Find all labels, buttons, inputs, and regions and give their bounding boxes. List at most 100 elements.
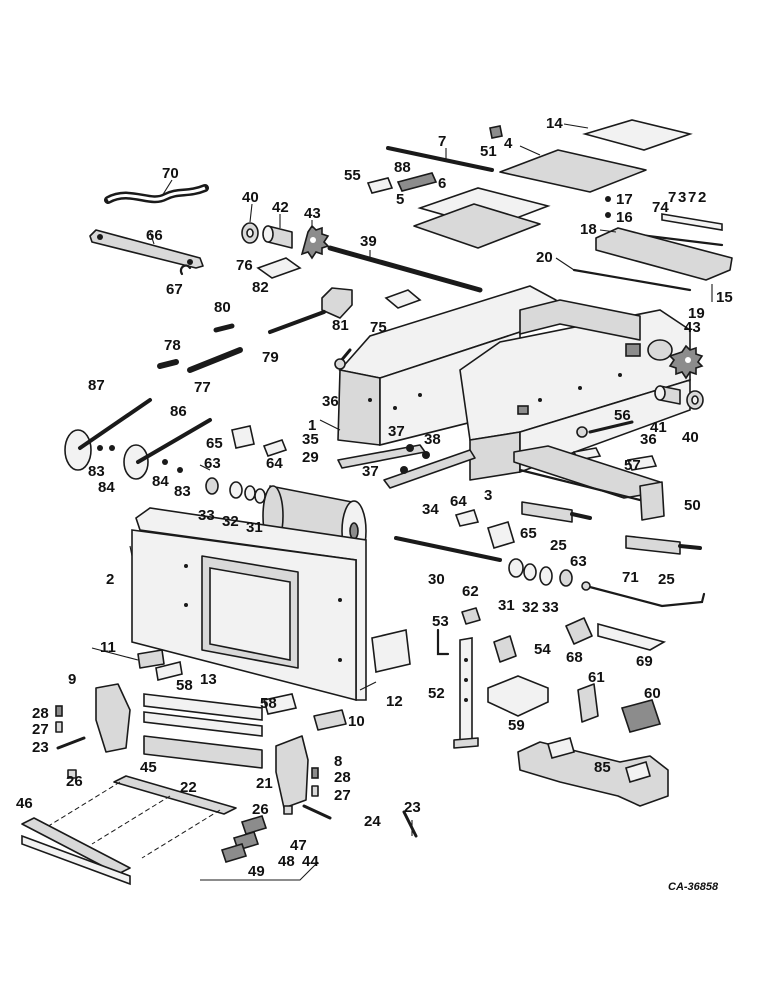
- callout-label: 63: [570, 553, 587, 570]
- plate-65-right-part: [487, 521, 515, 549]
- clip-47-part: [240, 815, 268, 835]
- callout-label: 76: [236, 257, 253, 274]
- disk-arm-86-part: [123, 418, 212, 480]
- bolt-24-part: [302, 804, 332, 820]
- link-bar-part: [89, 229, 204, 269]
- plate-64-left-part: [262, 439, 288, 457]
- bracket-10-part: [313, 709, 347, 731]
- callout-label: 77: [194, 379, 211, 396]
- callout-label: 19: [688, 305, 705, 322]
- callout-label: 78: [164, 337, 181, 354]
- spacer-27-left-part: [55, 721, 63, 733]
- bearing-group-upper: [241, 222, 330, 260]
- bolt-28-left-part: [55, 705, 63, 717]
- callout-label: 52: [428, 685, 445, 702]
- bracket-58-right-part: [262, 693, 298, 715]
- washer-31-right-part: [508, 558, 524, 578]
- plate-5-part: [413, 203, 541, 249]
- rail-part: [386, 146, 494, 172]
- plate-12-part: [371, 629, 411, 673]
- strip-13b-part: [143, 711, 263, 737]
- bolt-23-left-part: [56, 736, 86, 750]
- callout-label: 67: [166, 281, 183, 298]
- callout-label: 16: [616, 209, 633, 226]
- callout-label: 88: [394, 159, 411, 176]
- washer-32-left-part: [244, 485, 256, 501]
- rail-34-part: [383, 449, 476, 489]
- washer-33-right-part: [539, 566, 553, 586]
- callout-label: 6: [438, 175, 446, 192]
- callout-label: 20: [536, 249, 553, 266]
- bearing-group-right: [654, 385, 704, 410]
- callout-label: 63: [204, 455, 221, 472]
- bracket-11-part: [137, 649, 165, 669]
- bracket-69-part: [597, 622, 667, 651]
- callout-label: 37: [362, 463, 379, 480]
- callout-label: 25: [550, 537, 567, 554]
- callout-label: 54: [534, 641, 551, 658]
- nut-26-right-part: [283, 805, 293, 815]
- callout-label: 7: [668, 189, 676, 206]
- callout-label: 48: [278, 853, 295, 870]
- shaft-79-part: [268, 310, 326, 334]
- strip-72-part: [661, 213, 723, 231]
- washer-33-left-part: [229, 481, 243, 499]
- callout-label: 14: [546, 115, 563, 132]
- callout-label: 42: [272, 199, 289, 216]
- callout-label: 56: [614, 407, 631, 424]
- callout-label: 13: [200, 671, 217, 688]
- callout-label: 1: [308, 417, 316, 434]
- callout-label: 43: [304, 205, 321, 222]
- cover-14-part: [582, 119, 693, 151]
- plate-64-right-part: [454, 509, 480, 527]
- callout-label: 22: [180, 779, 197, 796]
- callout-label: 33: [542, 599, 559, 616]
- callout-label: 36: [322, 393, 339, 410]
- callout-label: 57: [624, 457, 641, 474]
- callout-label: 58: [176, 677, 193, 694]
- pin-78-part: [157, 359, 179, 369]
- clip-51-part: [489, 125, 503, 139]
- plate-part: [256, 257, 302, 279]
- callout-label: 32: [522, 599, 539, 616]
- washer-32-right-part: [523, 563, 537, 581]
- leader-lines: [91, 123, 713, 836]
- bolt-36-right-part: [588, 420, 634, 434]
- nut-62-part: [461, 607, 481, 625]
- strap-part: [366, 177, 394, 194]
- callout-label: 64: [450, 493, 467, 510]
- nut-38-part: [422, 451, 430, 459]
- callout-labels: 70 66 67 40 42 43 76 82 81 55 88 6 5 7 5…: [16, 115, 733, 880]
- callout-label: 83: [88, 463, 105, 480]
- block-60-part: [620, 699, 662, 733]
- callout-label: 25: [658, 571, 675, 588]
- bracket-54-part: [493, 635, 517, 663]
- callout-label: 3: [484, 487, 492, 504]
- callout-label: 62: [462, 583, 479, 600]
- fitting-part: [581, 581, 591, 591]
- callout-label: 28: [334, 769, 351, 786]
- callout-label: 10: [348, 713, 365, 730]
- callout-label: 50: [684, 497, 701, 514]
- callout-label: 69: [636, 653, 653, 670]
- bushing-63-left-part: [205, 477, 219, 495]
- callout-label: 49: [248, 863, 265, 880]
- bracket-58-left-part: [155, 661, 183, 681]
- shield-15-part: [595, 227, 733, 281]
- callout-label: 84: [98, 479, 115, 496]
- callout-label: 46: [16, 795, 33, 812]
- callout-label: 58: [260, 695, 277, 712]
- callout-label: 47: [290, 837, 307, 854]
- bracket-part: [321, 287, 353, 319]
- cylinder-25-lower-part: [625, 535, 702, 555]
- callout-label: 21: [256, 775, 273, 792]
- callout-label: 59: [508, 717, 525, 734]
- hydraulic-line-71-part: [584, 584, 706, 608]
- callout-label: 34: [422, 501, 439, 518]
- pin-53-part: [436, 628, 450, 656]
- callout-label: 2: [698, 189, 706, 206]
- callout-label: 40: [242, 189, 259, 206]
- callout-label: 3: [678, 189, 686, 206]
- callout-label: 87: [88, 377, 105, 394]
- callout-label: 18: [580, 221, 597, 238]
